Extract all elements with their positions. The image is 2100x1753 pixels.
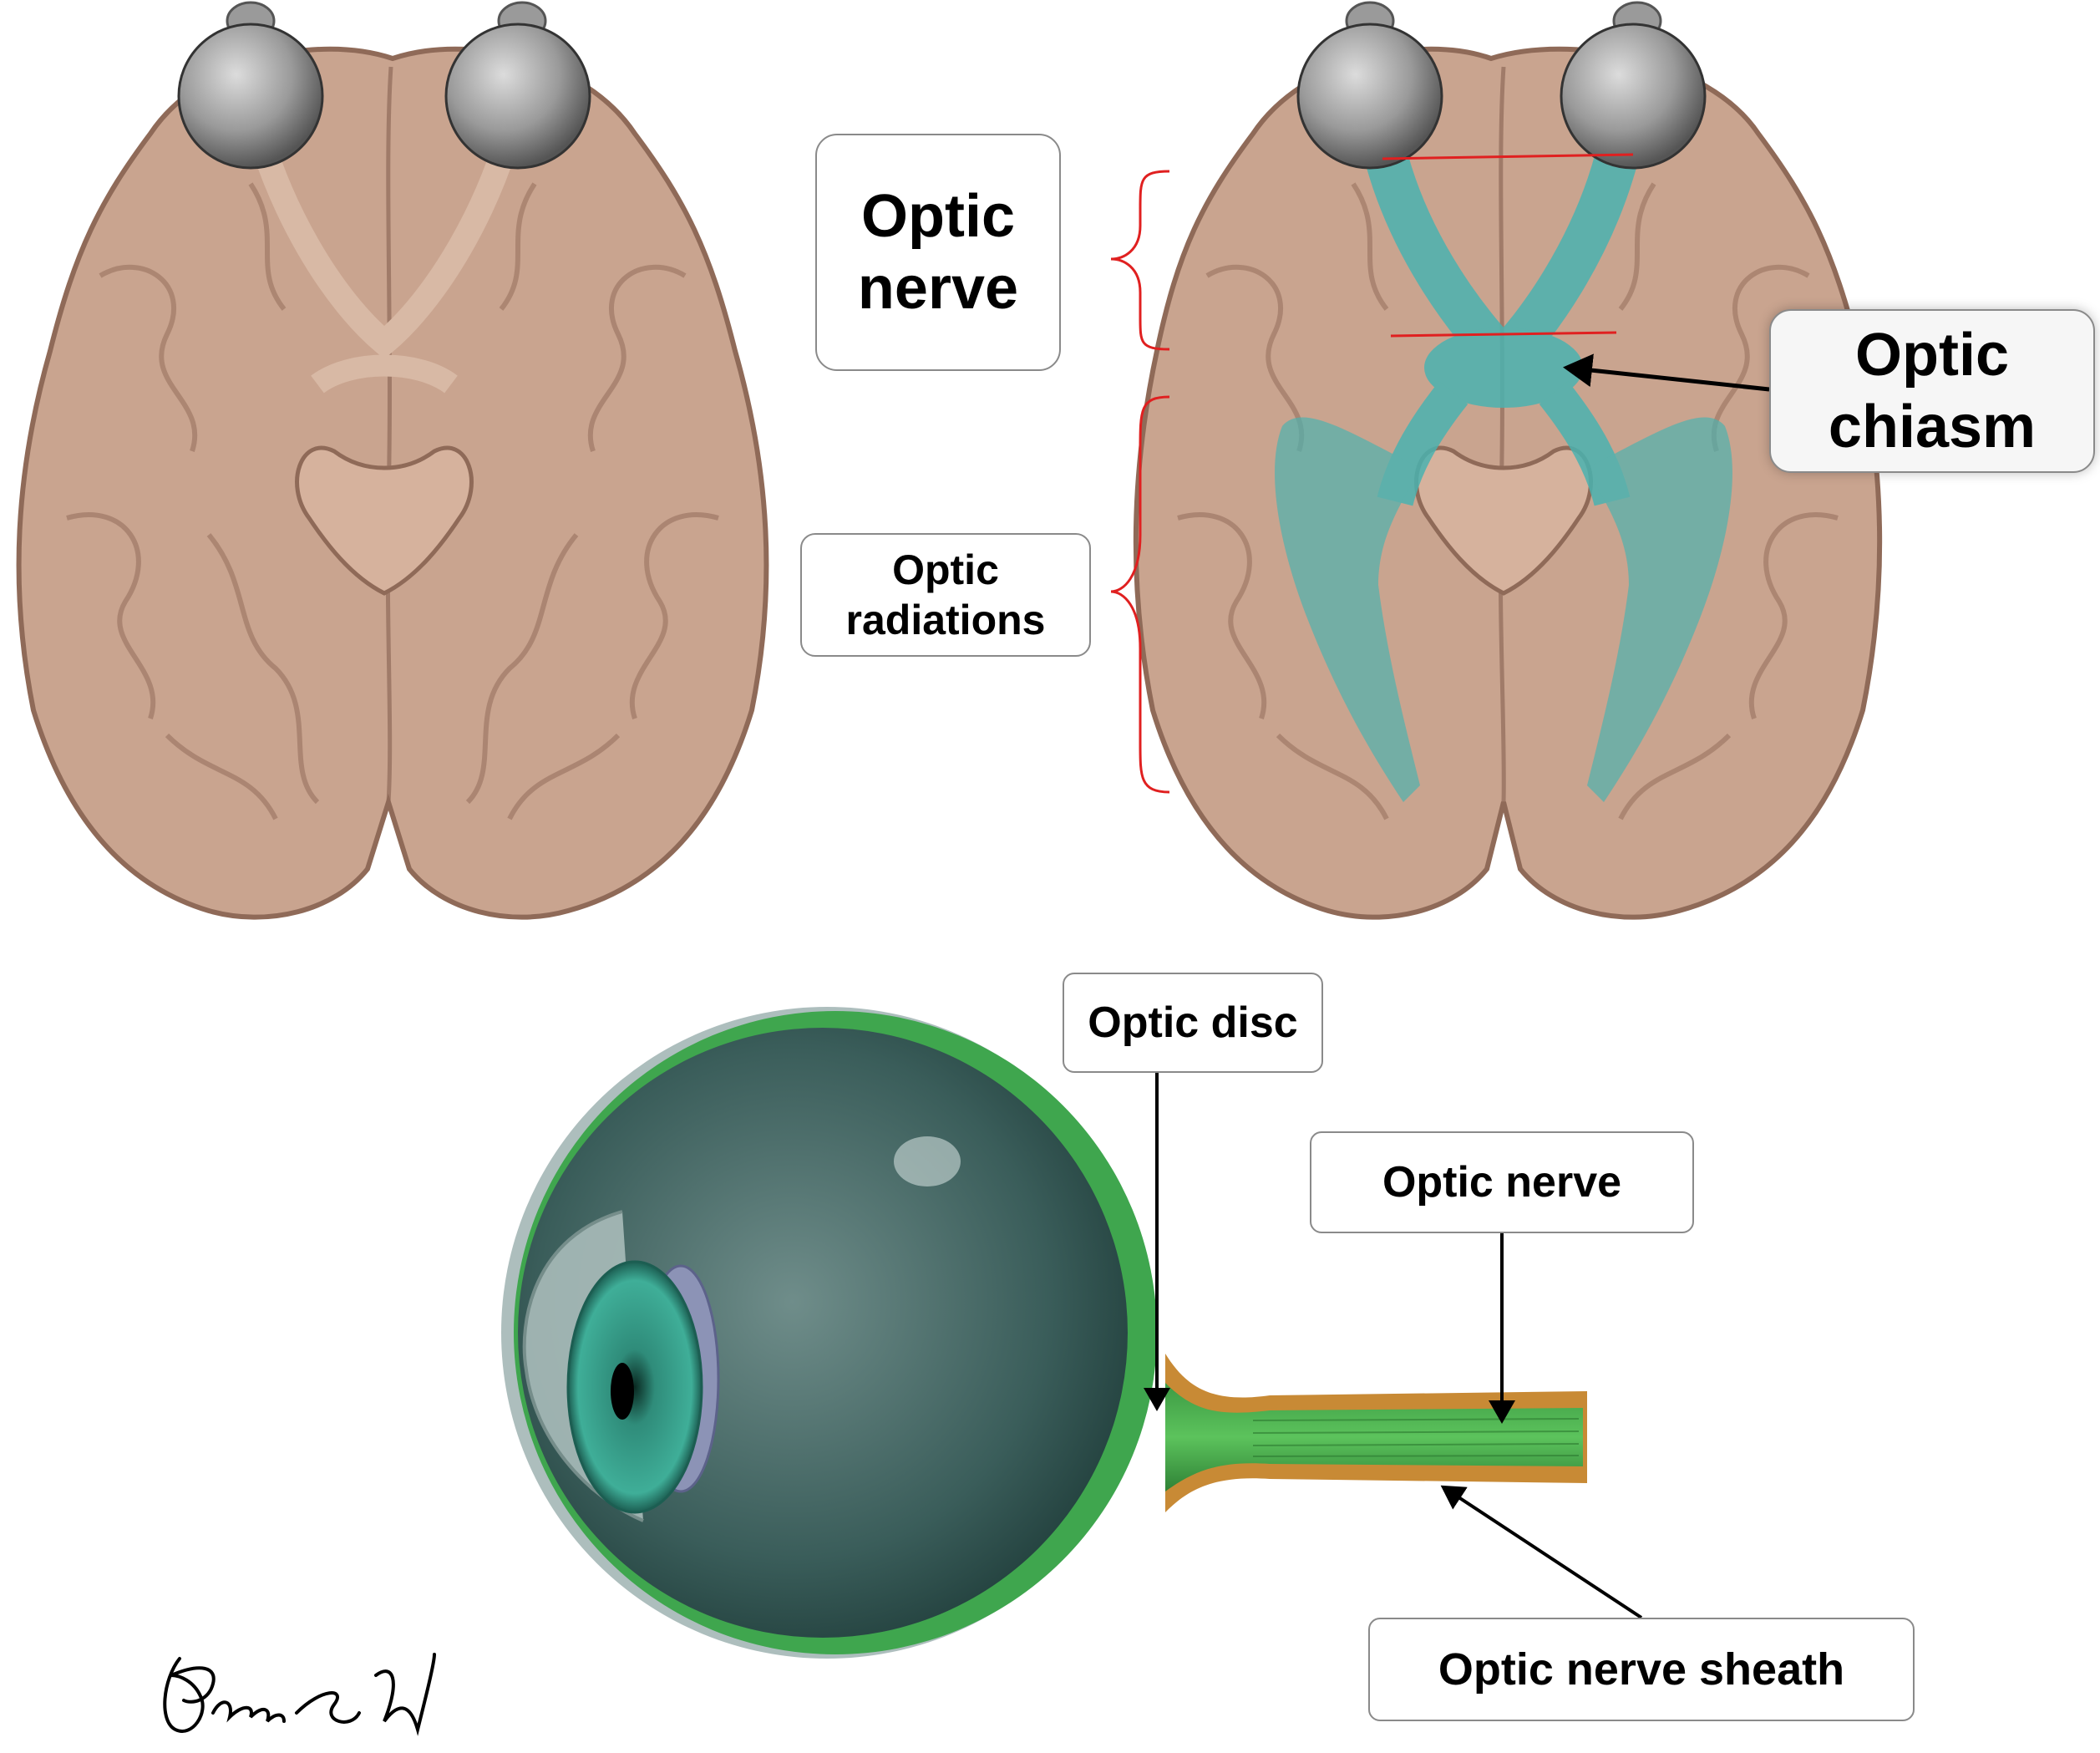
label-optic-radiations: Optic radiations [800, 533, 1091, 657]
label-optic-chiasm-line2: chiasm [1828, 394, 2037, 460]
label-optic-nerve-eye-text: Optic nerve [1382, 1157, 1622, 1207]
eye-globe-left-2 [444, 1, 591, 170]
arrow-optic-chiasm [1563, 353, 1770, 392]
label-optic-disc: Optic disc [1063, 973, 1323, 1073]
optic-disc-highlight [894, 1136, 961, 1186]
bracket-optic-radiations [1110, 395, 1170, 794]
label-optic-chiasm: Optic chiasm [1769, 309, 2095, 473]
bracket-optic-nerve [1110, 170, 1170, 351]
iris [566, 1260, 703, 1514]
label-optic-nerve-line2: nerve [857, 255, 1019, 322]
pupil [611, 1363, 634, 1420]
brain-right [1133, 1, 1883, 920]
brainstem-right [1414, 445, 1593, 596]
label-optic-nerve-line1: Optic [860, 182, 1015, 250]
brainstem-left [295, 445, 474, 596]
label-optic-nerve-sheath: Optic nerve sheath [1368, 1618, 1915, 1721]
label-optic-chiasm-line1: Optic [1854, 321, 2009, 389]
optic-nerve-boundary-top [1382, 153, 1634, 160]
visual-pathway [1275, 137, 1732, 802]
gyri-right [1177, 182, 1839, 821]
optic-tract-left-brain [238, 97, 530, 359]
optic-radiation-left [1275, 417, 1420, 802]
label-optic-nerve-sheath-text: Optic nerve sheath [1438, 1644, 1845, 1695]
fiber-lines [1252, 1418, 1580, 1457]
label-optic-disc-text: Optic disc [1088, 998, 1298, 1047]
eye-cross-section [501, 1007, 1587, 1659]
brain-left [16, 1, 769, 920]
optic-nerve-boundary-bottom [1390, 331, 1617, 338]
eye-globe-left-1 [177, 1, 324, 170]
label-optic-radiations-line1: Optic [892, 546, 999, 593]
arrow-optic-nerve-sheath [1440, 1485, 1643, 1619]
eye-globe-right-2 [1560, 1, 1707, 170]
optic-nerve-fibers [1165, 1383, 1583, 1491]
label-optic-radiations-line2: radiations [845, 597, 1046, 643]
signature [163, 1653, 436, 1736]
optic-chiasm-teal [1424, 328, 1583, 408]
optic-radiation-right [1587, 417, 1732, 802]
label-optic-nerve-eye: Optic nerve [1310, 1131, 1694, 1233]
eye-globe-right-1 [1296, 1, 1443, 170]
label-optic-nerve-brain: Optic nerve [815, 134, 1061, 371]
gyri-left [66, 182, 719, 821]
